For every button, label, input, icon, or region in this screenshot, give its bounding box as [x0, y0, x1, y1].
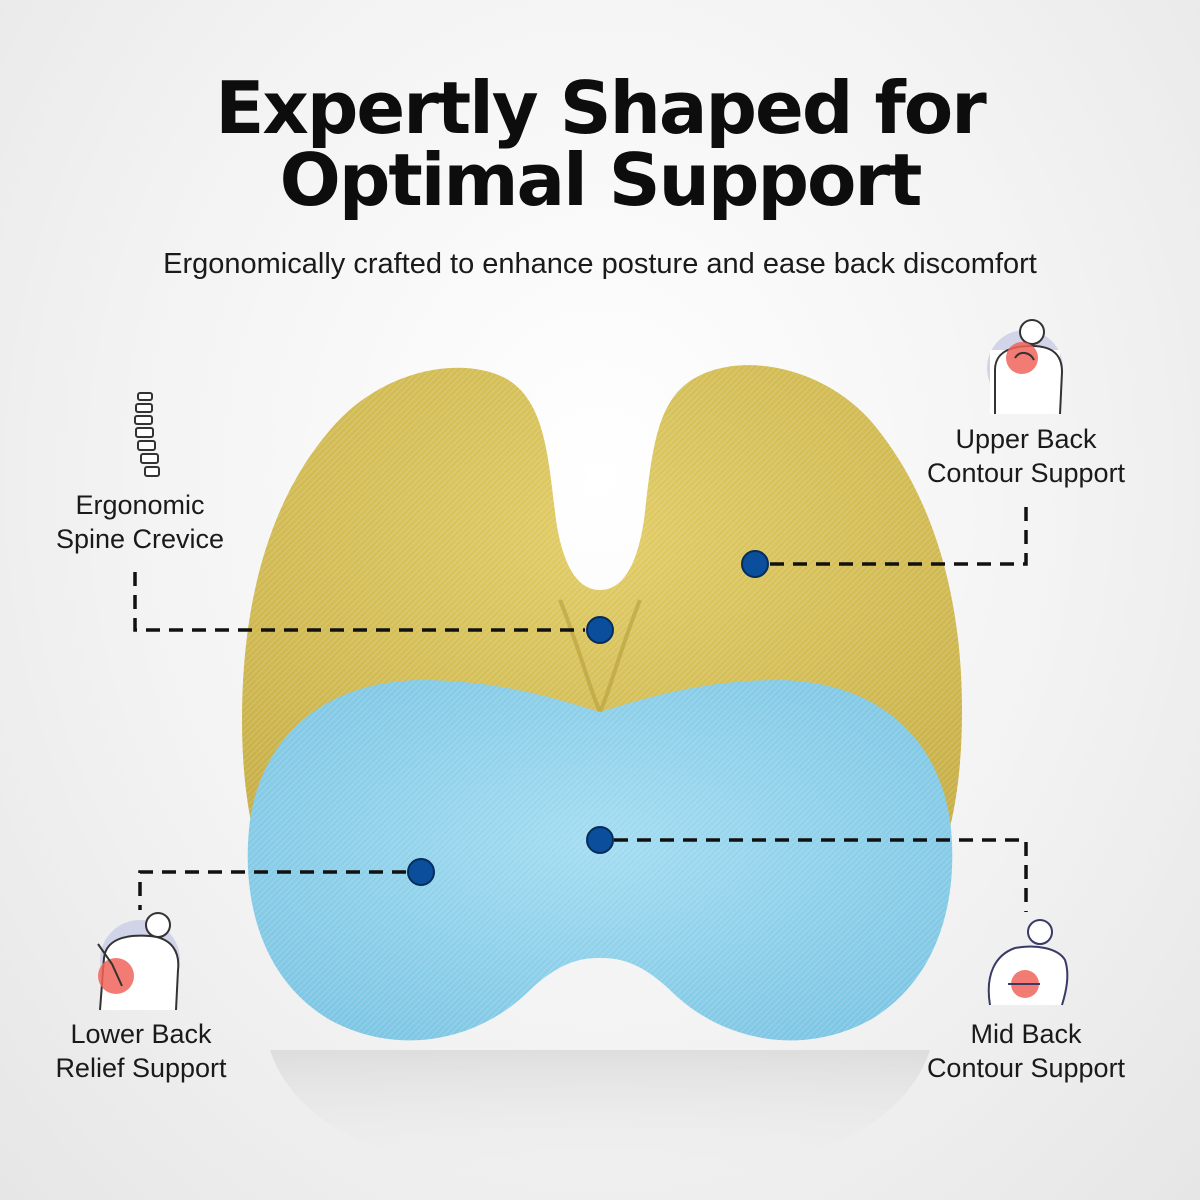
label-lower-back-line-2: Relief Support — [55, 1053, 227, 1083]
mid-back-pain-icon — [987, 919, 1069, 1006]
label-lower-back: Lower Back Relief Support — [36, 1017, 246, 1085]
cushion-bottom-section — [247, 680, 953, 1041]
cushion-reflection — [270, 1050, 930, 1180]
leader-line-lower-back — [138, 870, 406, 910]
marker-spine-crevice — [586, 616, 614, 644]
markers — [407, 550, 769, 886]
headline: Expertly Shaped for Optimal Support — [0, 72, 1200, 216]
lower-back-pain-icon — [97, 912, 180, 1011]
label-spine-crevice-line-1: Ergonomic — [75, 490, 205, 520]
marker-upper-back — [741, 550, 769, 578]
headline-line-1: Expertly Shaped for — [215, 66, 987, 150]
spine-icon — [134, 392, 160, 477]
label-lower-back-line-1: Lower Back — [70, 1019, 212, 1049]
headline-line-2: Optimal Support — [279, 138, 923, 222]
marker-lower-back — [407, 858, 435, 886]
subtitle: Ergonomically crafted to enhance posture… — [163, 248, 1037, 280]
label-upper-back: Upper Back Contour Support — [906, 422, 1146, 490]
label-mid-back-line-1: Mid Back — [970, 1019, 1082, 1049]
label-mid-back-line-2: Contour Support — [926, 1053, 1126, 1083]
leader-line-upper-back — [770, 500, 1028, 566]
upper-back-pain-icon — [987, 319, 1064, 415]
label-mid-back: Mid Back Contour Support — [906, 1017, 1146, 1085]
label-spine-crevice: Ergonomic Spine Crevice — [40, 488, 240, 556]
leader-line-mid-back — [614, 838, 1028, 912]
label-spine-crevice-line-2: Spine Crevice — [55, 524, 225, 554]
marker-mid-back — [586, 826, 614, 854]
leader-line-spine — [133, 572, 585, 632]
label-upper-back-line-1: Upper Back — [955, 424, 1097, 454]
label-upper-back-line-2: Contour Support — [926, 458, 1126, 488]
